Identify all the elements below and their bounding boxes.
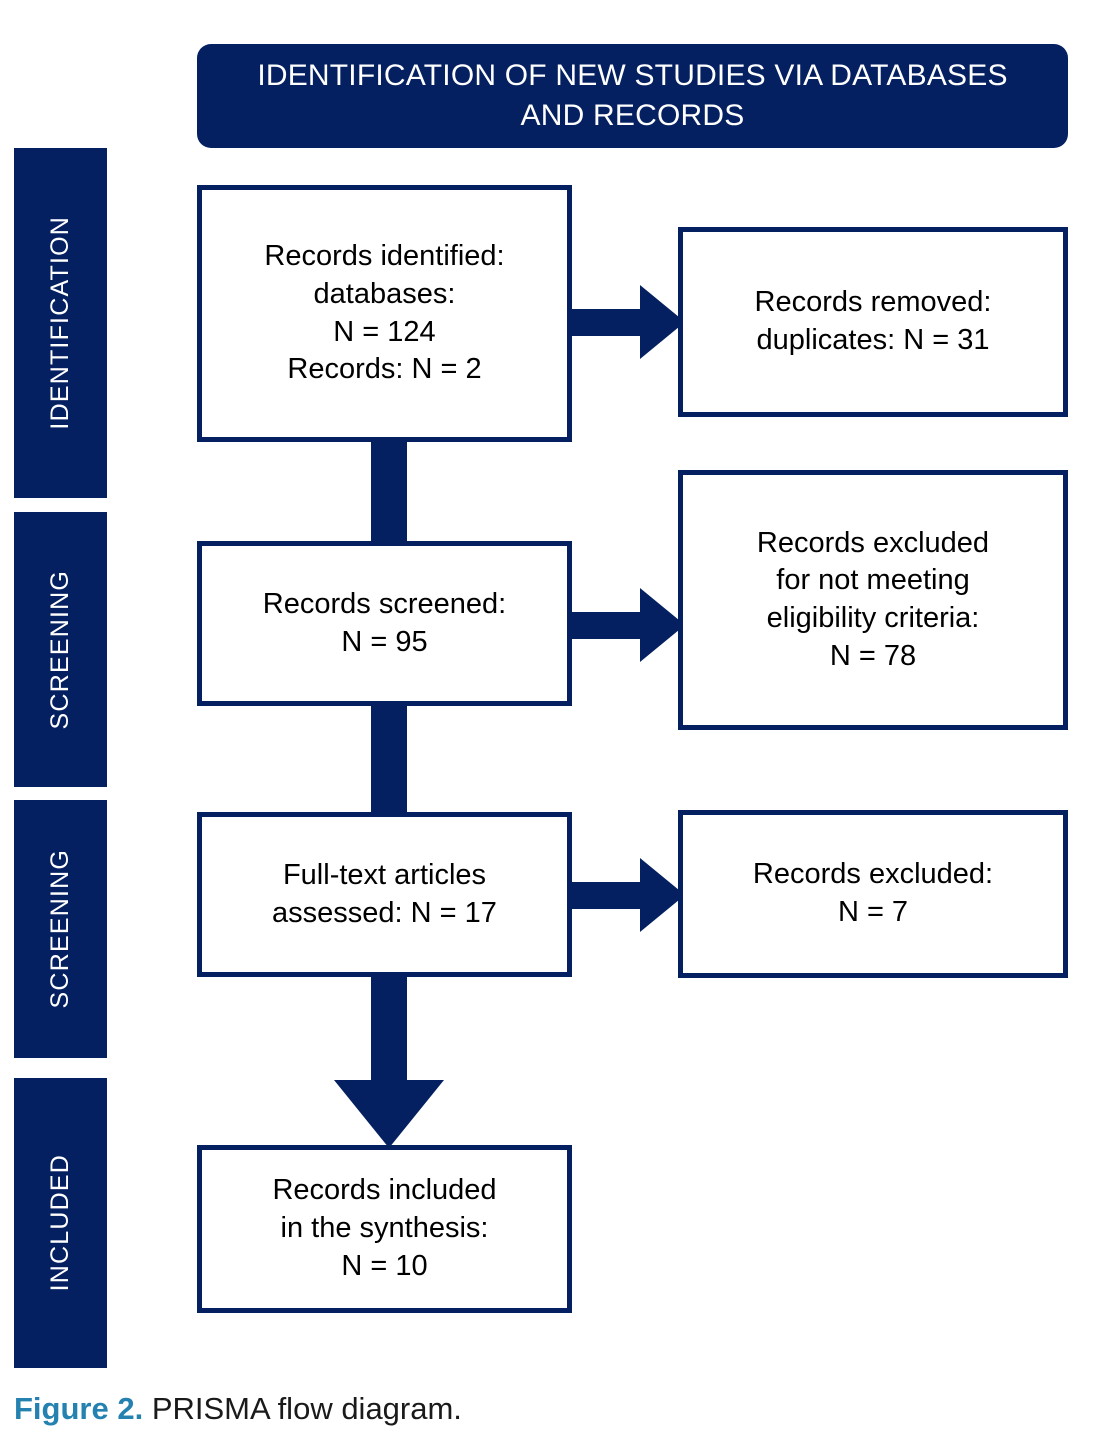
box-fulltext-assessed: Full-text articles assessed: N = 17 bbox=[197, 812, 572, 977]
box-records-included-text: Records included in the synthesis: N = 1… bbox=[272, 1174, 497, 1282]
box-records-screened: Records screened: N = 95 bbox=[197, 541, 572, 706]
box-records-included: Records included in the synthesis: N = 1… bbox=[197, 1145, 572, 1313]
box-records-excluded-eligibility-text: Records excluded for not meeting eligibi… bbox=[756, 526, 990, 672]
figure-caption-rest: PRISMA flow diagram. bbox=[143, 1391, 462, 1426]
box-records-identified-text: Records identified: databases: N = 124 R… bbox=[264, 240, 505, 386]
box-records-removed-text: Records removed: duplicates: N = 31 bbox=[754, 286, 992, 356]
figure-caption-lead: Figure 2. bbox=[14, 1391, 144, 1426]
connector-identified-to-screened bbox=[371, 440, 407, 546]
stage-bar-identification: IDENTIFICATION bbox=[14, 148, 107, 498]
stage-label-screening-2: SCREENING bbox=[46, 849, 74, 1009]
box-records-removed: Records removed: duplicates: N = 31 bbox=[678, 227, 1068, 417]
stage-label-identification: IDENTIFICATION bbox=[46, 216, 74, 430]
connector-fulltext-to-included-arrow bbox=[330, 972, 448, 1150]
connector-fulltext-to-excluded-arrow bbox=[566, 858, 686, 933]
connector-screened-to-excluded-arrow bbox=[566, 588, 686, 663]
diagram-header-banner: IDENTIFICATION OF NEW STUDIES VIA DATABA… bbox=[197, 44, 1068, 148]
box-records-excluded-text: Records excluded: N = 7 bbox=[752, 858, 994, 928]
box-records-excluded-eligibility: Records excluded for not meeting eligibi… bbox=[678, 470, 1068, 730]
box-records-excluded: Records excluded: N = 7 bbox=[678, 810, 1068, 978]
stage-label-screening-1: SCREENING bbox=[46, 569, 74, 730]
connector-screened-to-fulltext bbox=[371, 702, 407, 814]
box-records-screened-text: Records screened: N = 95 bbox=[262, 587, 507, 658]
stage-label-included: INCLUDED bbox=[46, 1154, 74, 1292]
connector-identified-to-removed-arrow bbox=[566, 285, 686, 360]
stage-bar-included: INCLUDED bbox=[14, 1078, 107, 1368]
box-records-identified: Records identified: databases: N = 124 R… bbox=[197, 185, 572, 442]
stage-bar-screening-2: SCREENING bbox=[14, 800, 107, 1058]
box-fulltext-assessed-text: Full-text articles assessed: N = 17 bbox=[272, 858, 497, 929]
figure-caption: Figure 2. PRISMA flow diagram. bbox=[14, 1390, 462, 1427]
stage-bar-screening-1: SCREENING bbox=[14, 512, 107, 787]
diagram-header-title: IDENTIFICATION OF NEW STUDIES VIA DATABA… bbox=[257, 59, 1008, 132]
